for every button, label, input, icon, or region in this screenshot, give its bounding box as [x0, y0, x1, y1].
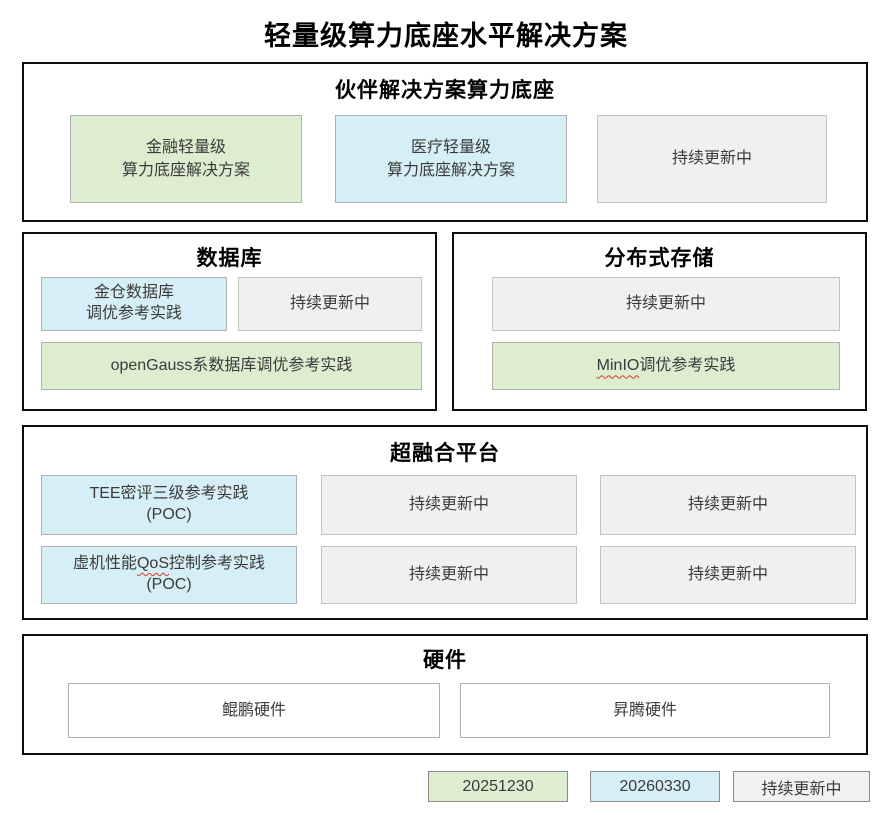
card-partner-updating: 持续更新中	[597, 115, 827, 203]
section-hardware: 硬件 鲲鹏硬件 昇腾硬件	[22, 634, 868, 755]
card-hci-updating-1: 持续更新中	[321, 475, 577, 535]
card-finance-solution: 金融轻量级 算力底座解决方案	[70, 115, 302, 203]
card-minio-rest: 调优参考实践	[639, 357, 736, 375]
card-hci-updating-2-label: 持续更新中	[687, 496, 768, 514]
section-storage-header: 分布式存储	[604, 247, 715, 270]
section-hci-header: 超融合平台	[390, 442, 500, 465]
section-partner-header: 伙伴解决方案算力底座	[335, 79, 555, 102]
card-hci-updating-2: 持续更新中	[600, 475, 856, 535]
card-hci-updating-4: 持续更新中	[600, 546, 856, 604]
section-partner: 伙伴解决方案算力底座 金融轻量级 算力底座解决方案 医疗轻量级 算力底座解决方案…	[22, 62, 868, 222]
card-database-updating-label: 持续更新中	[289, 295, 370, 313]
page-title: 轻量级算力底座水平解决方案	[264, 21, 628, 51]
card-medical-line2: 算力底座解决方案	[386, 162, 515, 179]
card-qos-line1: 虚机性能QoS控制参考实践	[73, 554, 265, 575]
section-hci: 超融合平台 TEE密评三级参考实践 (POC) 持续更新中 持续更新中 虚机性能…	[22, 425, 868, 620]
card-kingbase-line1: 金仓数据库	[93, 284, 174, 302]
card-qos-poc: 虚机性能QoS控制参考实践 (POC)	[41, 546, 297, 604]
card-tee-poc: TEE密评三级参考实践 (POC)	[41, 475, 297, 535]
card-medical-solution: 医疗轻量级 算力底座解决方案	[335, 115, 567, 203]
section-storage: 分布式存储 持续更新中 MinIO调优参考实践	[452, 232, 867, 411]
card-finance-line1: 金融轻量级	[145, 138, 226, 156]
card-hci-updating-3-label: 持续更新中	[408, 566, 489, 584]
card-minio-brand: MinIO	[596, 357, 640, 375]
card-hci-updating-3: 持续更新中	[321, 546, 577, 604]
card-hci-updating-1-label: 持续更新中	[408, 496, 489, 514]
card-qos-brand: QoS	[136, 555, 169, 573]
card-finance-line2: 算力底座解决方案	[121, 162, 250, 179]
card-tee-line1: TEE密评三级参考实践	[89, 485, 249, 503]
card-database-updating: 持续更新中	[238, 277, 422, 331]
card-qos-line1-pre: 虚机性能	[72, 555, 137, 573]
legend-date-blue-label: 20260330	[619, 777, 691, 795]
legend-date-green: 20251230	[428, 771, 568, 802]
card-hci-updating-4-label: 持续更新中	[687, 566, 768, 584]
card-minio: MinIO调优参考实践	[492, 342, 840, 390]
card-ascend-label: 昇腾硬件	[612, 701, 677, 719]
card-kingbase: 金仓数据库 调优参考实践	[41, 277, 227, 331]
card-kunpeng-hardware: 鲲鹏硬件	[68, 683, 440, 738]
card-medical-line1: 医疗轻量级	[410, 138, 491, 156]
card-ascend-hardware: 昇腾硬件	[460, 683, 830, 738]
legend-updating: 持续更新中	[733, 771, 870, 802]
legend-updating-label: 持续更新中	[761, 780, 842, 798]
legend-date-blue: 20260330	[590, 771, 720, 802]
card-qos-line1-post: 控制参考实践	[169, 555, 266, 573]
card-kunpeng-label: 鲲鹏硬件	[221, 701, 286, 719]
card-kingbase-line2: 调优参考实践	[85, 305, 182, 322]
card-storage-updating-label: 持续更新中	[625, 295, 706, 313]
card-tee-line2: (POC)	[146, 506, 192, 523]
card-minio-label: MinIO调优参考实践	[597, 354, 736, 377]
card-partner-updating-label: 持续更新中	[671, 150, 752, 168]
card-qos-line2: (POC)	[146, 576, 192, 593]
card-opengauss-label: openGauss系数据库调优参考实践	[110, 357, 353, 375]
card-storage-updating: 持续更新中	[492, 277, 840, 331]
section-database-header: 数据库	[196, 247, 263, 270]
section-hardware-header: 硬件	[423, 649, 467, 672]
legend-date-green-label: 20251230	[462, 777, 534, 795]
card-opengauss: openGauss系数据库调优参考实践	[41, 342, 422, 390]
section-database: 数据库 金仓数据库 调优参考实践 持续更新中 openGauss系数据库调优参考…	[22, 232, 437, 411]
